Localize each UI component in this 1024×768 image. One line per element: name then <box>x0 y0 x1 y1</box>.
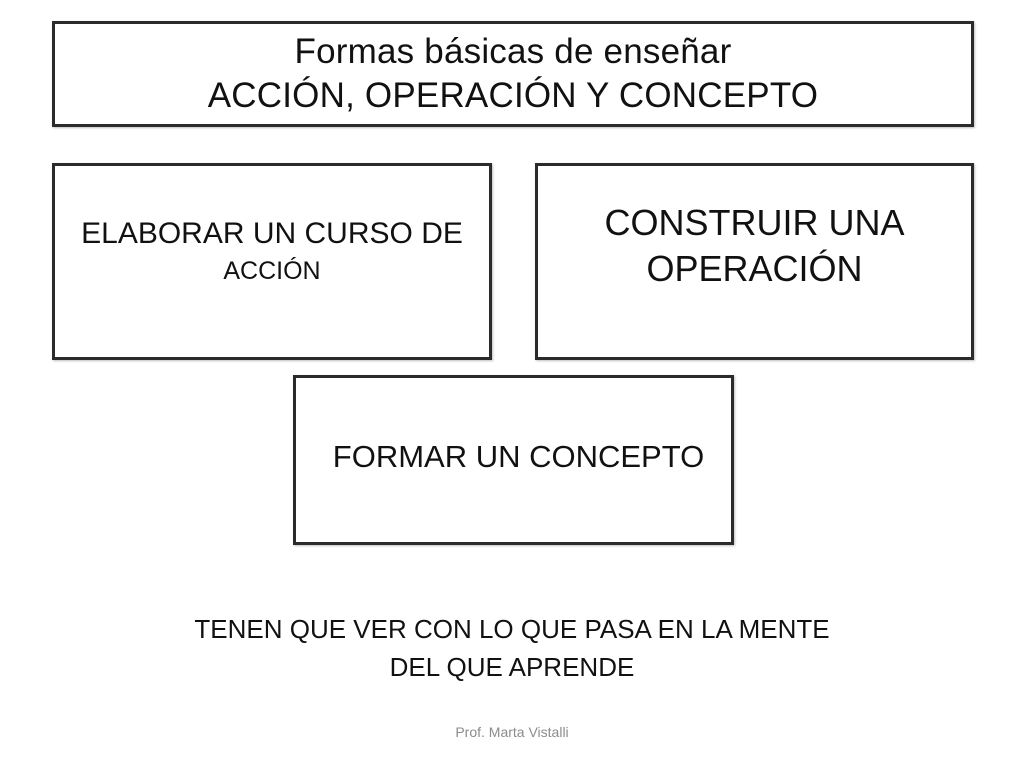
box-accion-line-1: ELABORAR UN CURSO DE <box>81 216 463 250</box>
box-operacion-line-2: OPERACIÓN <box>646 247 863 289</box>
box-concepto: FORMAR UN CONCEPTO <box>293 375 734 545</box>
title-line-2: ACCIÓN, OPERACIÓN Y CONCEPTO <box>207 76 819 115</box>
note-line-2: DEL QUE APRENDE <box>389 652 635 682</box>
box-accion-line-2: ACCIÓN <box>223 256 321 285</box>
box-operacion: CONSTRUIR UNA OPERACIÓN <box>535 163 974 360</box>
box-operacion-line-1: CONSTRUIR UNA <box>604 201 905 243</box>
note-line-1: TENEN QUE VER CON LO QUE PASA EN LA MENT… <box>194 614 830 644</box>
note-text: TENEN QUE VER CON LO QUE PASA EN LA MENT… <box>0 610 1024 686</box>
box-concepto-line-1: FORMAR UN CONCEPTO <box>332 439 705 474</box>
footer-author: Prof. Marta Vistalli <box>455 724 569 740</box>
title-line-1: Formas básicas de enseñar <box>294 32 732 71</box>
box-accion: ELABORAR UN CURSO DE ACCIÓN <box>52 163 492 360</box>
title-box: Formas básicas de enseñar ACCIÓN, OPERAC… <box>52 21 974 127</box>
